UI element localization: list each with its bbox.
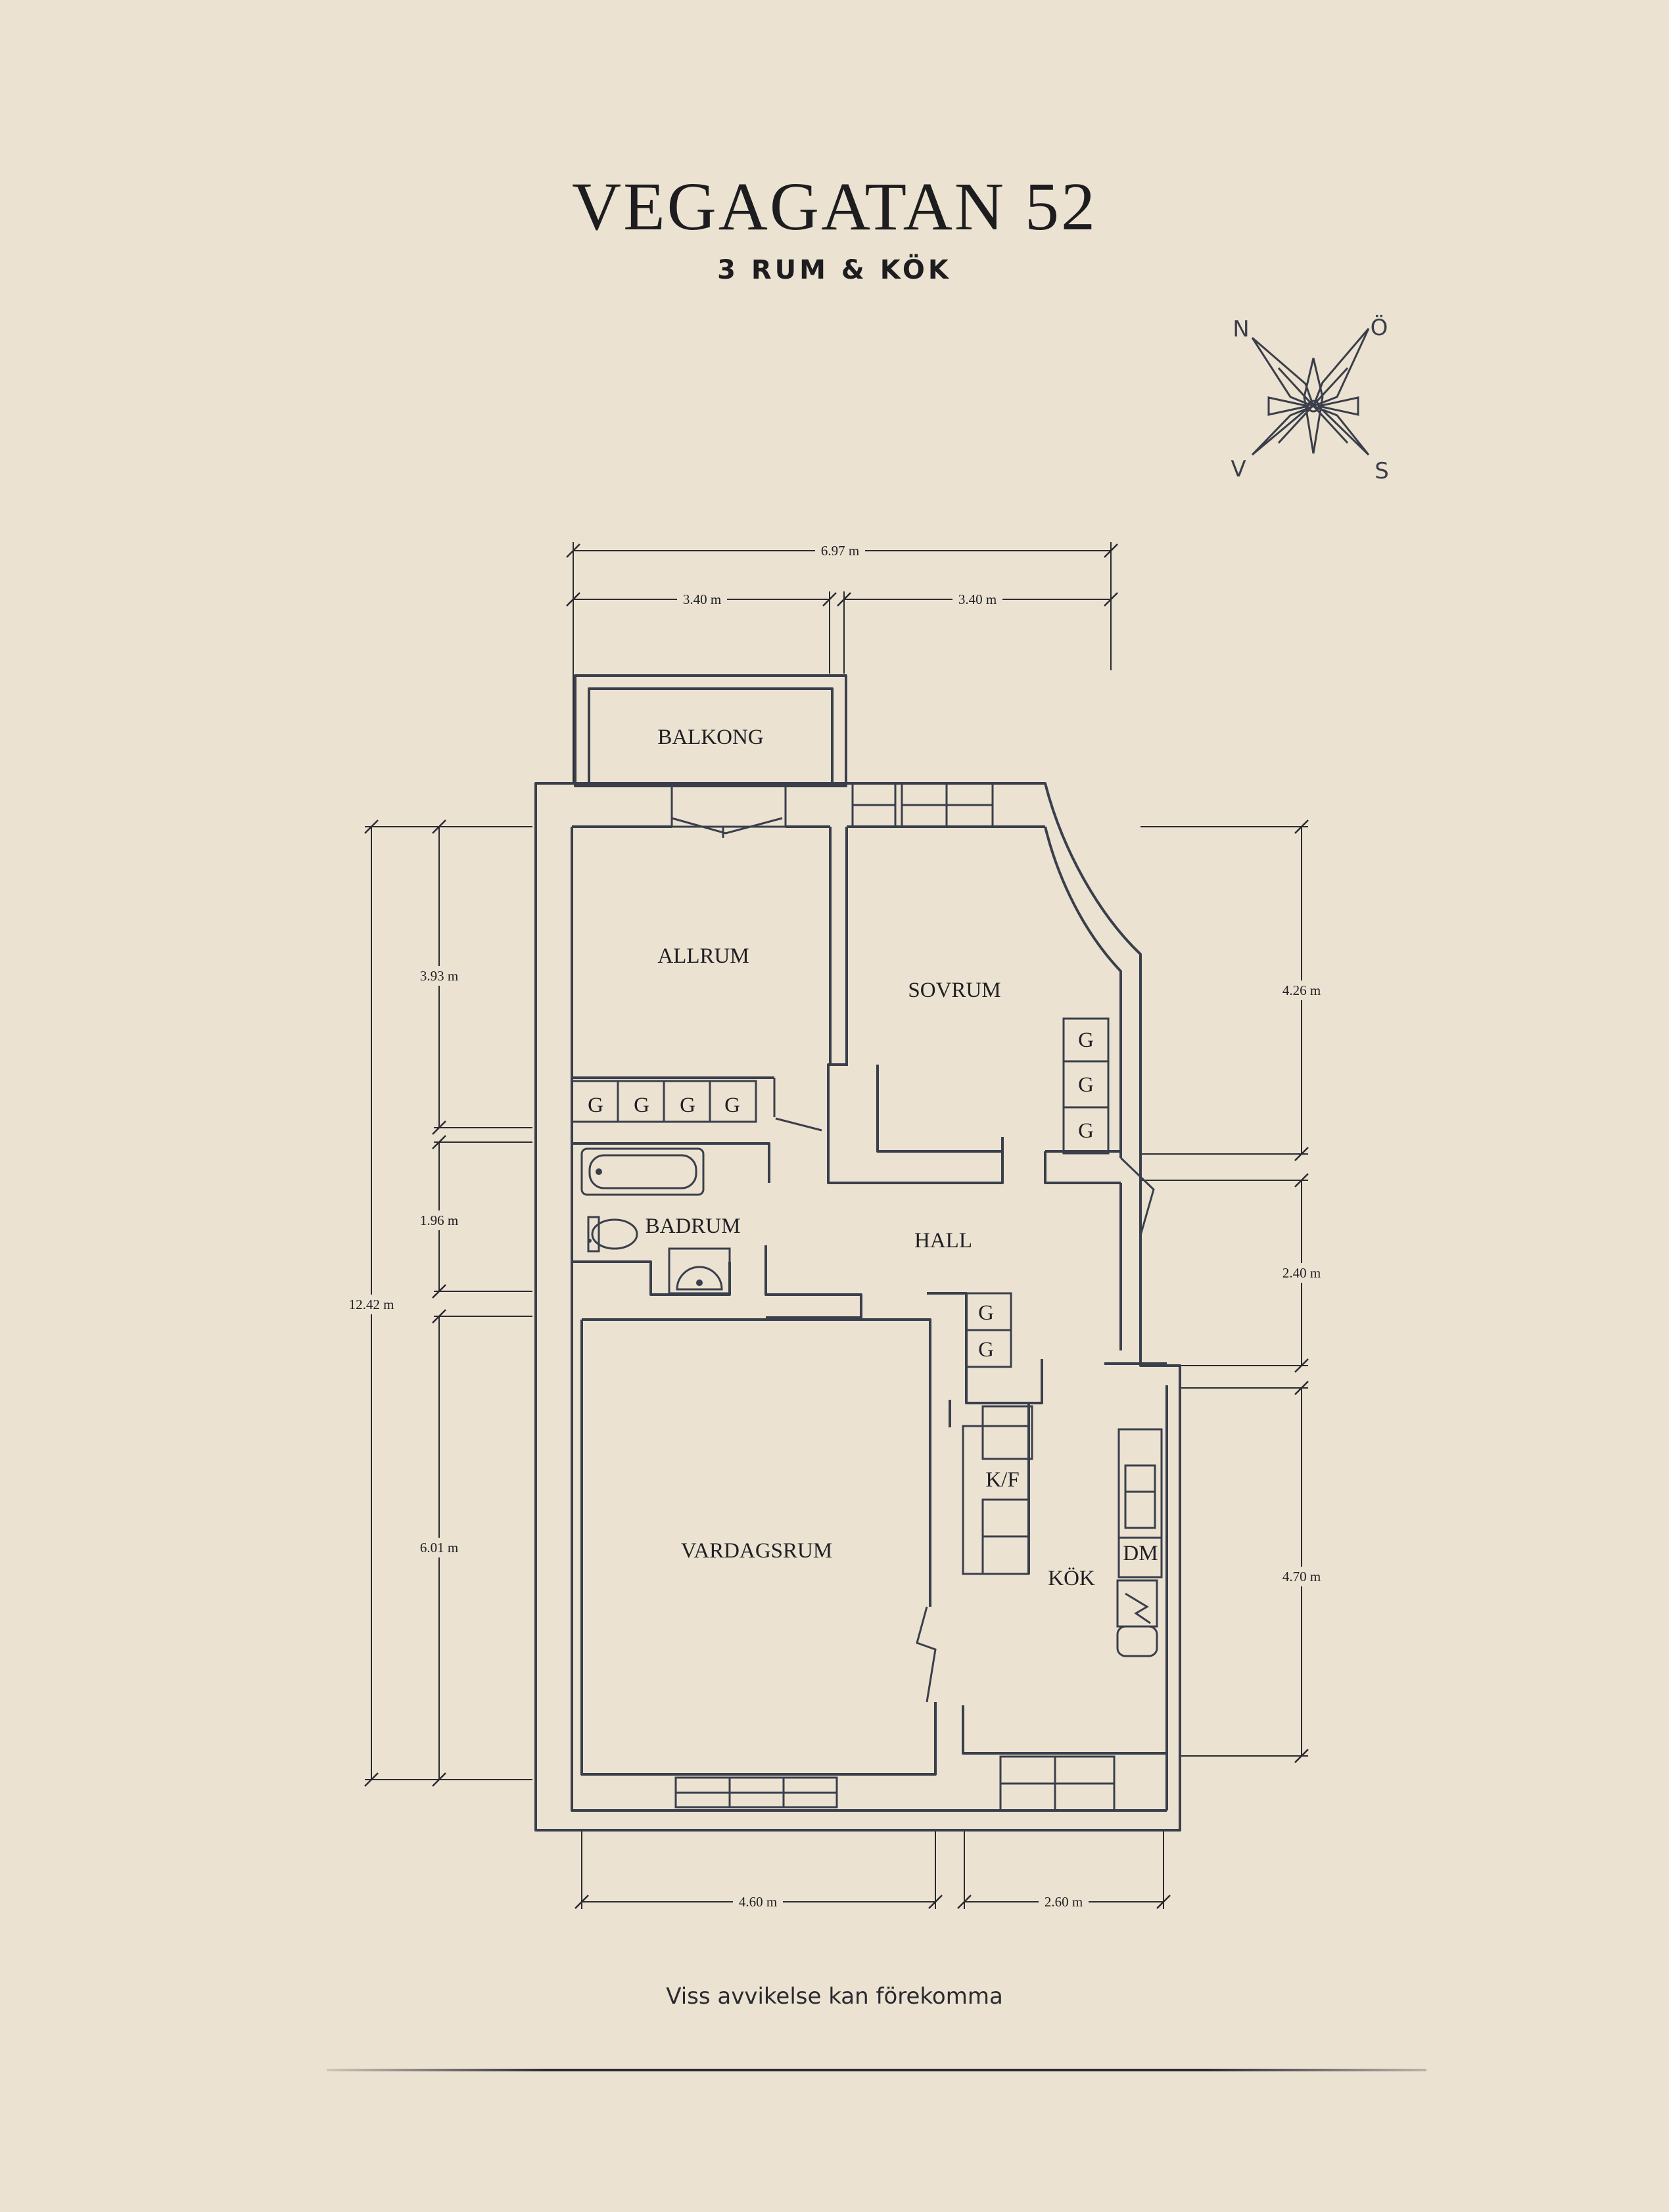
compass-west-label: V: [1231, 456, 1246, 482]
dim-left-upper: 3.93 m: [420, 968, 458, 984]
wardrobe-label: G: [588, 1094, 603, 1117]
walls: [534, 674, 1181, 1832]
kitchen-counter: [962, 1405, 1163, 1578]
dim-left-lower: 6.01 m: [420, 1540, 458, 1555]
wardrobe-label: G: [634, 1094, 649, 1117]
compass-north-label: N: [1233, 316, 1249, 342]
wardrobe-label: G: [680, 1094, 695, 1117]
wardrobes-sovrum: [1062, 1017, 1110, 1155]
dim-bottom-right: 2.60 m: [1045, 1894, 1083, 1910]
room-label-balkong: BALKONG: [657, 726, 763, 749]
dim-top-right: 3.40 m: [958, 591, 997, 607]
dimension-labels: 6.97 m 3.40 m 3.40 m 12.42 m 3.93 m 1.96…: [342, 543, 1328, 1910]
compass-south-label: S: [1375, 458, 1389, 484]
dim-bottom-left: 4.60 m: [739, 1894, 777, 1910]
stove-icon: [1116, 1579, 1158, 1657]
dim-left-middle: 1.96 m: [420, 1212, 458, 1228]
dim-right-upper: 4.26 m: [1282, 982, 1321, 998]
dim-left-total: 12.42 m: [349, 1297, 394, 1312]
wardrobe-label: G: [724, 1094, 740, 1117]
page-subtitle: 3 RUM & KÖK: [717, 255, 952, 285]
sink-icon: [668, 1247, 731, 1295]
toilet-icon: [587, 1216, 638, 1253]
room-label-badrum: BADRUM: [646, 1214, 741, 1238]
room-label-allrum: ALLRUM: [657, 944, 749, 968]
page-title: VEGAGATAN 52: [572, 169, 1097, 244]
disclaimer-text: Viss avvikelse kan förekomma: [666, 1983, 1003, 2010]
room-label-vardagsrum: VARDAGSRUM: [681, 1539, 832, 1563]
dim-right-lower: 4.70 m: [1282, 1569, 1321, 1584]
dim-top-left: 3.40 m: [683, 591, 721, 607]
wardrobe-label: G: [978, 1338, 994, 1362]
dim-top-total: 6.97 m: [821, 543, 859, 559]
compass-rose-icon: [1251, 328, 1370, 456]
wardrobes-hall: [965, 1292, 1012, 1368]
room-label-hall: HALL: [914, 1229, 972, 1253]
fridge-freezer-label: K/F: [985, 1468, 1019, 1492]
room-label-kok: KÖK: [1048, 1567, 1095, 1590]
dishwasher-label: DM: [1123, 1542, 1158, 1565]
compass-east-label: Ö: [1371, 314, 1388, 341]
wardrobe-label: G: [978, 1301, 994, 1325]
windows: [670, 782, 1116, 1812]
room-label-sovrum: SOVRUM: [908, 979, 1000, 1002]
dim-right-middle: 2.40 m: [1282, 1265, 1321, 1281]
wardrobe-label: G: [1078, 1028, 1094, 1052]
bathtub-icon: [580, 1147, 705, 1196]
footer-divider: [327, 2069, 1426, 2071]
wardrobe-label: G: [1078, 1073, 1094, 1097]
wardrobes-allrum: [571, 1080, 757, 1123]
wardrobe-label: G: [1078, 1119, 1094, 1143]
